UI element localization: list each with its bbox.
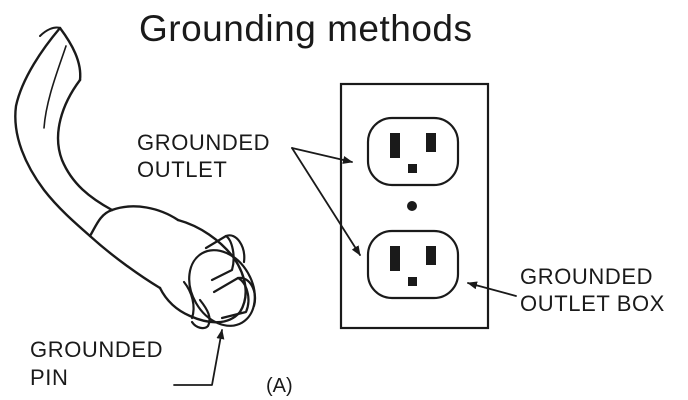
- arrow-to-lower-outlet: [291, 147, 361, 256]
- grounded-pin-label-line1: GROUNDED: [30, 337, 163, 362]
- lower-receptacle: [366, 229, 460, 300]
- cover-screw: [407, 201, 417, 211]
- arrow-to-upper-outlet: [291, 147, 353, 164]
- diagram-title: Grounding methods: [139, 8, 472, 49]
- figure-caption: (A): [266, 375, 293, 397]
- grounded-outlet-label-line2: OUTLET: [137, 157, 227, 182]
- upper-receptacle: [366, 116, 460, 187]
- arrow-to-ground-pin: [173, 329, 225, 386]
- grounded-pin-label-line2: PIN: [30, 365, 68, 390]
- grounded-plug-illustration: [14, 26, 257, 330]
- grounded-outlet-box: [339, 82, 490, 330]
- grounded-outlet-box-label-line2: OUTLET BOX: [520, 291, 665, 316]
- grounded-outlet-label-line1: GROUNDED: [137, 130, 270, 155]
- grounded-outlet-box-label-line1: GROUNDED: [520, 264, 653, 289]
- arrow-to-outlet-box: [467, 281, 517, 297]
- leader-arrows: [173, 147, 517, 386]
